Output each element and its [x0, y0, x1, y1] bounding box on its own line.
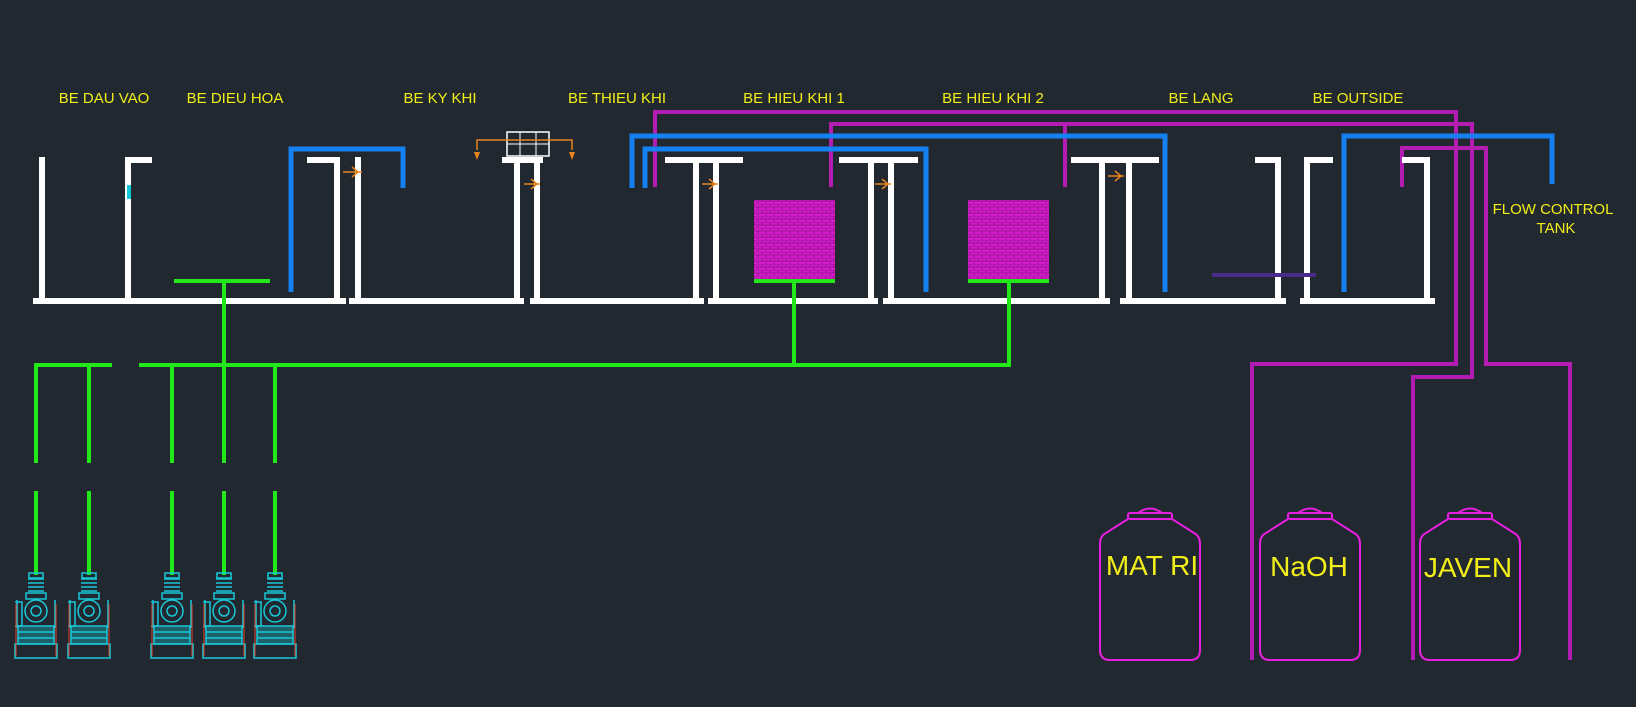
drum-label-naoh: NaOH	[1270, 551, 1348, 582]
wall-dieu-hoa	[129, 157, 346, 304]
transfer-pipe-2	[524, 178, 540, 190]
wall-dau-vao	[33, 157, 152, 304]
wall-lang	[1120, 157, 1286, 304]
wall-ky-khi	[349, 157, 543, 304]
blower-icon	[67, 572, 111, 659]
transfer-pipe-1	[343, 166, 362, 178]
transfer-line-dieuhoa-kykhi	[288, 146, 406, 292]
stirrer-icon	[474, 131, 575, 160]
tank-label-lang: BE LANG	[1168, 90, 1233, 107]
transfer-pipe-4	[875, 178, 891, 190]
blower-icon	[14, 572, 58, 659]
wall-outside	[1300, 157, 1435, 304]
sludge-return-lines	[288, 133, 1555, 292]
transfer-pipe-5	[1108, 170, 1124, 182]
wall-hieu-khi-2	[883, 157, 1159, 304]
tank-label-dau-vao: BE DAU VAO	[59, 90, 150, 107]
tank-label-hieu-khi-2: BE HIEU KHI 2	[942, 90, 1044, 107]
chemical-line-matri	[653, 110, 1458, 660]
level-gauge-icon	[127, 185, 131, 199]
tank-label-ky-khi: BE KY KHI	[403, 90, 476, 107]
flow-control-label-line1: FLOW CONTROL	[1493, 201, 1614, 218]
return-line-lang	[629, 133, 1168, 292]
flow-control-label-line2: TANK	[1537, 220, 1576, 237]
blower-icon	[202, 572, 246, 659]
drum-icon	[1259, 507, 1361, 661]
blower-icon	[150, 572, 194, 659]
transfer-pipe-3	[702, 178, 718, 190]
return-line-hieukhi	[642, 146, 929, 292]
tank-label-dieu-hoa: BE DIEU HOA	[187, 90, 284, 107]
tank-labels: BE DAU VAO BE DIEU HOA BE KY KHI BE THIE…	[59, 90, 1614, 237]
aeration-lines	[34, 279, 1049, 575]
blowers	[14, 572, 297, 659]
wall-thieu-khi	[530, 157, 743, 304]
media-block-icon	[754, 200, 835, 281]
drum-icon	[1419, 507, 1521, 661]
overflow-line-outside	[1341, 133, 1555, 292]
drum-icon	[1099, 507, 1201, 661]
media-block-icon	[968, 200, 1049, 281]
drum-label-javen: JAVEN	[1424, 552, 1512, 583]
tank-label-hieu-khi-1: BE HIEU KHI 1	[743, 90, 845, 107]
transfer-pipes	[343, 166, 1124, 190]
drum-label-matri: MAT RI	[1106, 550, 1198, 581]
tank-label-thieu-khi: BE THIEU KHI	[568, 90, 666, 107]
chemical-drums: MAT RI NaOH JAVEN	[1099, 507, 1521, 661]
tank-label-outside: BE OUTSIDE	[1313, 90, 1404, 107]
blower-icon	[253, 572, 297, 659]
chemical-line-javen	[1400, 146, 1572, 660]
